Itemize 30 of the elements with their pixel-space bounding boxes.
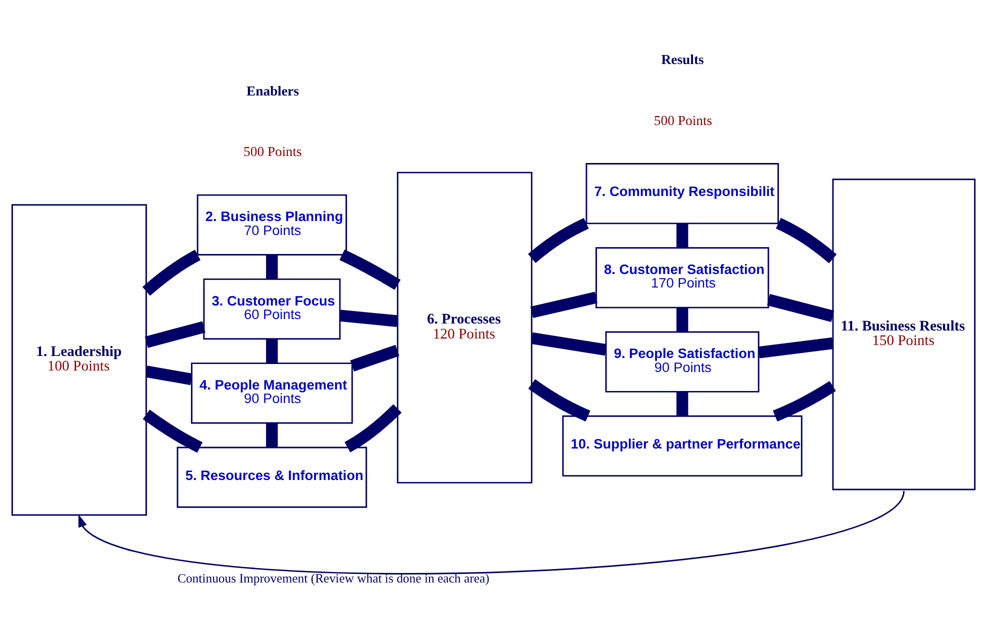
node-box: 2. Business Planning 70 Points xyxy=(196,194,347,256)
connector xyxy=(528,218,589,263)
label: 500 Points xyxy=(244,144,302,160)
node-box: 6. Processes 120 Points xyxy=(396,172,532,484)
connector xyxy=(772,381,836,422)
connector xyxy=(266,254,278,280)
node-box: 7. Community Responsibilit xyxy=(586,163,779,224)
connector xyxy=(776,218,837,264)
connector xyxy=(676,223,688,248)
connector xyxy=(676,308,688,332)
label: 500 Points xyxy=(654,112,712,128)
connector xyxy=(266,423,278,448)
label: Results xyxy=(661,52,704,68)
node-box: 4. People Management 90 Points xyxy=(190,362,353,424)
connector xyxy=(340,310,398,327)
node-box: 5. Resources & Information xyxy=(176,446,368,508)
connector xyxy=(758,337,834,358)
node-box: 10. Supplier & partner Performance xyxy=(562,415,802,477)
label: Enablers xyxy=(246,83,299,98)
edge-label: Continuous Improvement (Review what is done in each area) xyxy=(177,572,490,586)
node-box: 9. People Satisfaction 90 Points xyxy=(605,331,760,392)
connector xyxy=(528,379,590,422)
node-box: 1. Leadership 100 Points xyxy=(11,204,147,516)
connector xyxy=(142,250,200,296)
node-box: 8. Customer Satisfaction 170 Points xyxy=(595,247,770,308)
node-box: 11. Business Results 150 Points xyxy=(832,178,976,490)
connector xyxy=(266,338,278,364)
node-box: 3. Customer Focus 60 Points xyxy=(203,278,341,340)
connector xyxy=(340,249,401,290)
connector xyxy=(676,392,688,416)
